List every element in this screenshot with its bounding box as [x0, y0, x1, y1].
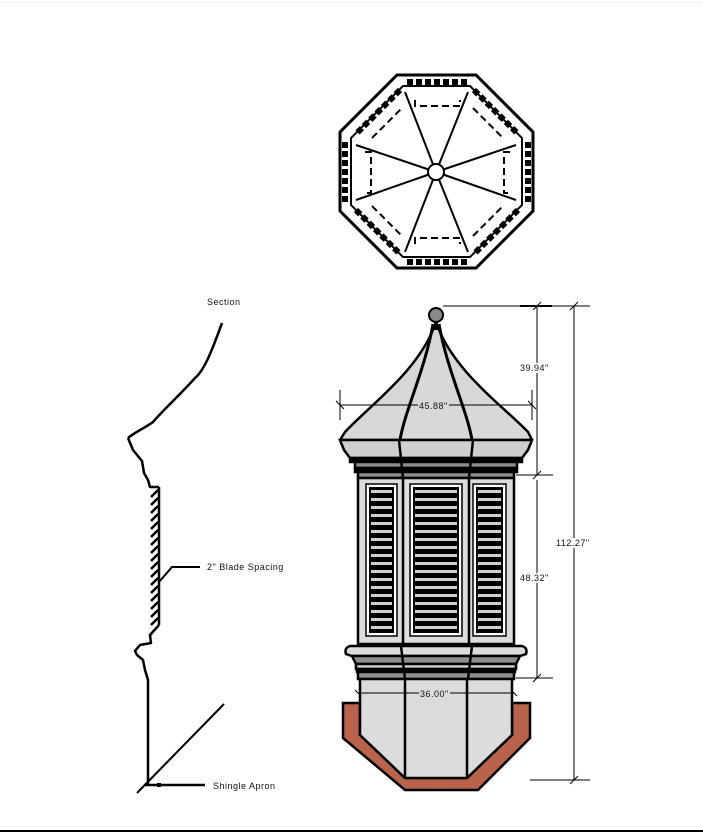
roof-height-dimension: 39.94"	[519, 363, 550, 373]
shingle-apron-label: Shingle Apron	[213, 781, 276, 791]
bottom-border	[0, 830, 703, 832]
louver-height-dimension: 48.32"	[519, 573, 550, 583]
roof-width-dimension: 45.88"	[418, 401, 449, 411]
base-width-dimension: 36.00"	[419, 689, 450, 699]
overall-height-dimension: 112.27"	[555, 538, 591, 548]
blade-spacing-label: 2" Blade Spacing	[207, 562, 284, 572]
section-title: Section	[207, 297, 241, 307]
top-border	[0, 2, 703, 3]
